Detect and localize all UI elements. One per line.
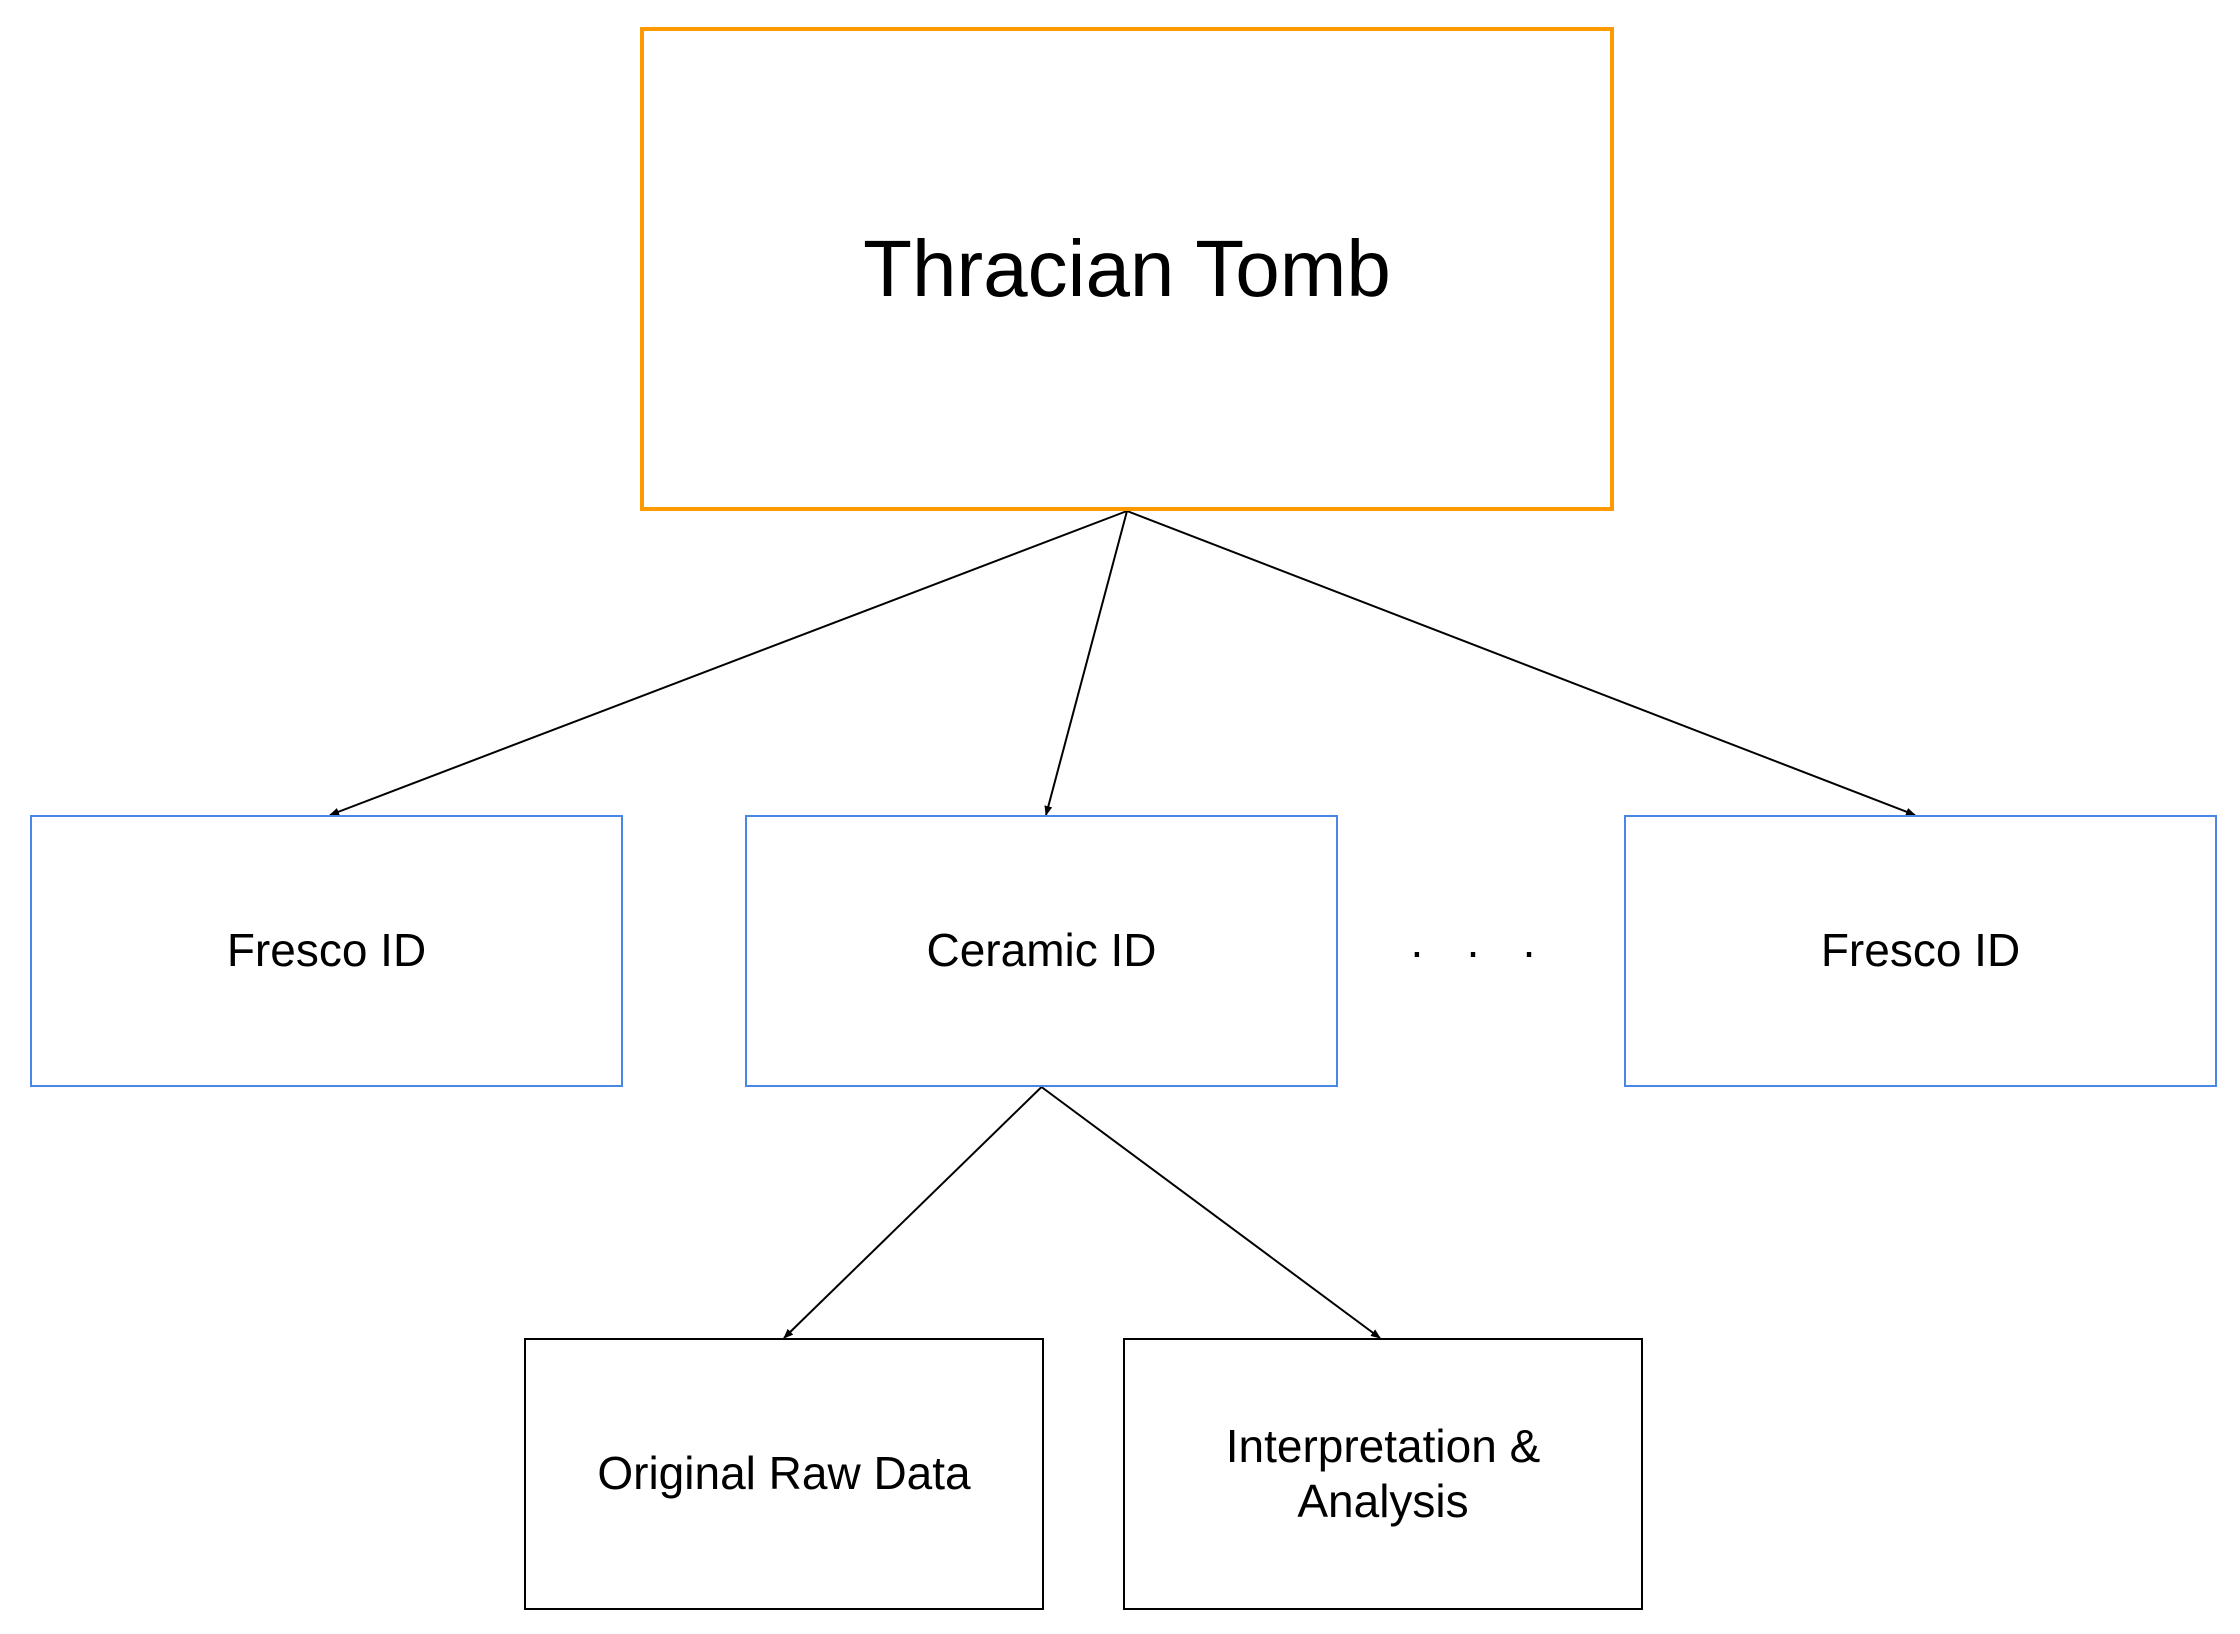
node-label: Original Raw Data	[597, 1447, 971, 1500]
node-interpretation-analysis: Interpretation & Analysis	[1123, 1338, 1643, 1610]
node-ceramic-id: Ceramic ID	[745, 815, 1338, 1087]
more-nodes-ellipsis: · · ·	[1409, 925, 1551, 977]
edge-root-to-fresco_right	[1126, 510, 1916, 816]
edge-ceramic-to-raw_data	[783, 1086, 1043, 1339]
edge-ceramic-to-interpretation	[1040, 1086, 1381, 1339]
node-thracian-tomb: Thracian Tomb	[640, 27, 1614, 511]
node-label: Interpretation & Analysis	[1225, 1419, 1541, 1527]
edge-root-to-fresco_left	[329, 510, 1128, 816]
node-label: Fresco ID	[1820, 924, 2021, 977]
node-fresco-id-left: Fresco ID	[30, 815, 623, 1087]
edge-root-to-ceramic	[1044, 510, 1128, 816]
node-fresco-id-right: Fresco ID	[1624, 815, 2217, 1087]
node-label: Fresco ID	[226, 924, 427, 977]
node-label: Thracian Tomb	[863, 224, 1391, 313]
node-original-raw-data: Original Raw Data	[524, 1338, 1044, 1610]
node-label: Ceramic ID	[926, 924, 1157, 977]
